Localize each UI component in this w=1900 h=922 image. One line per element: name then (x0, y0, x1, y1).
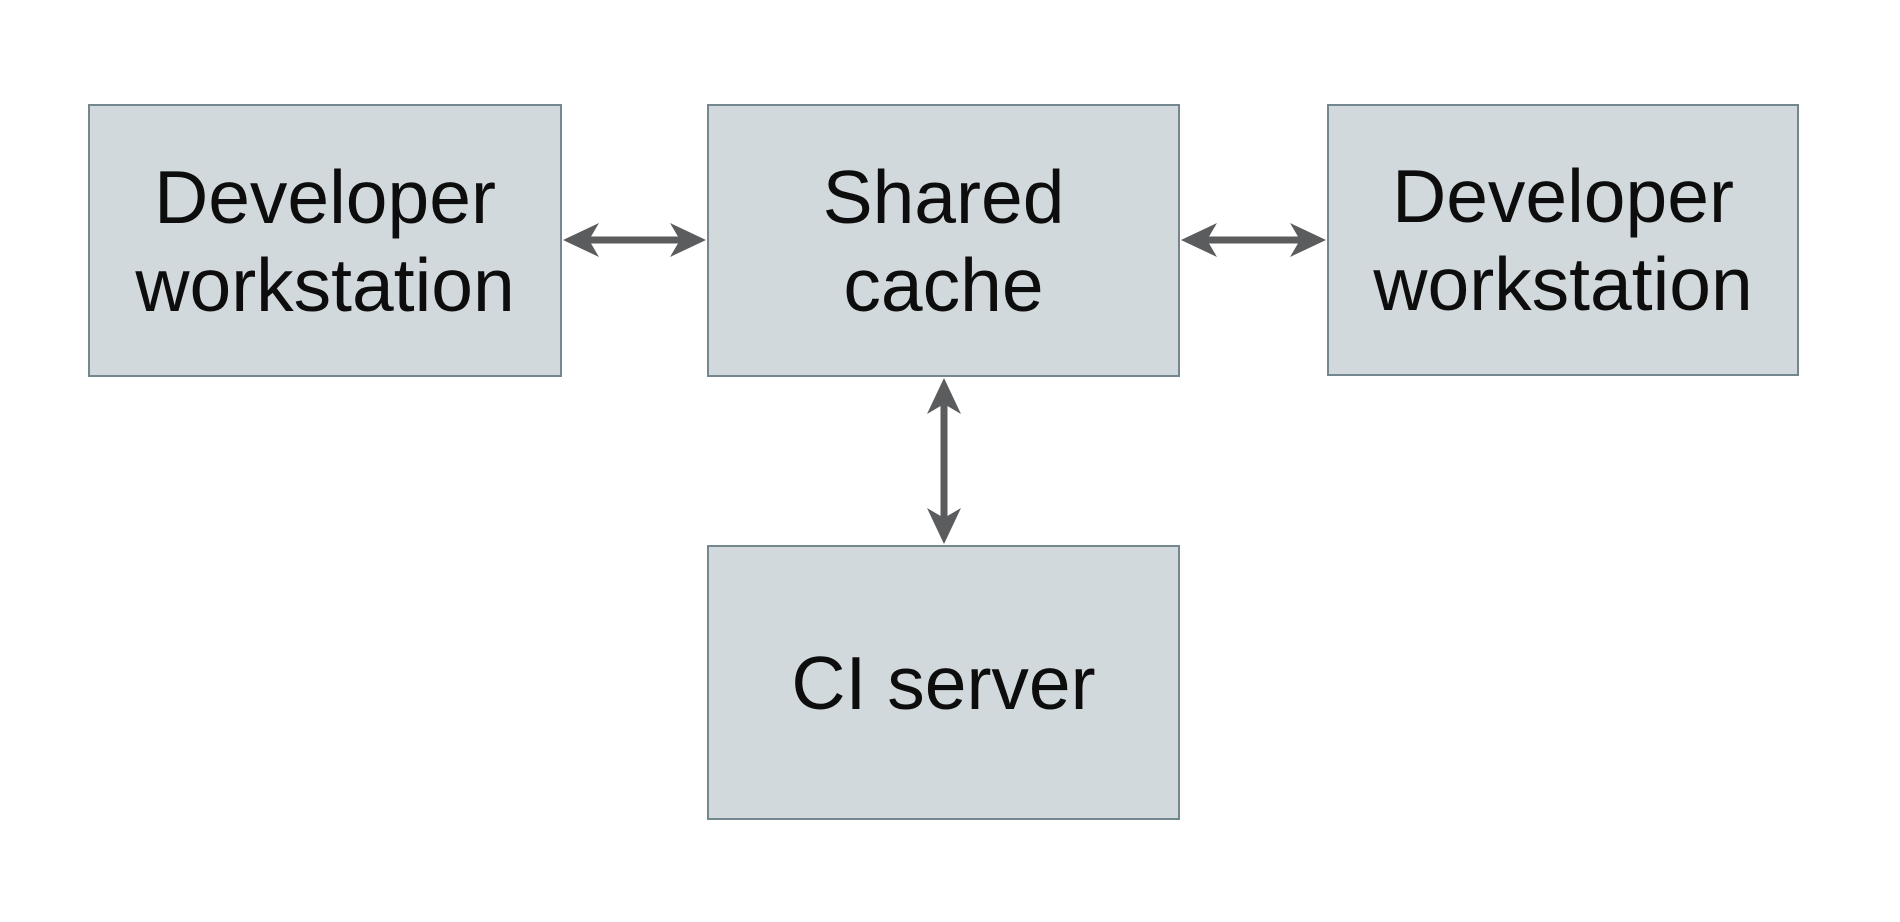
node-label: Developer workstation (1373, 154, 1753, 326)
node-developer-workstation-left: Developer workstation (88, 104, 562, 377)
arrowhead-left-icon (1181, 223, 1217, 257)
node-label: Shared cache (822, 154, 1065, 327)
node-developer-workstation-right: Developer workstation (1327, 104, 1799, 376)
node-ci-server: CI server (707, 545, 1180, 820)
arrowhead-right-icon (1290, 223, 1326, 257)
arrowhead-right-icon (670, 223, 706, 257)
bidirectional-arrow-left-workstation-to-cache (563, 223, 706, 257)
arrowhead-left-icon (563, 223, 599, 257)
arrowhead-up-icon (927, 378, 961, 414)
arrowhead-down-icon (927, 508, 961, 544)
node-label: Developer workstation (135, 154, 515, 327)
node-shared-cache: Shared cache (707, 104, 1180, 377)
bidirectional-arrow-cache-to-ci-server (927, 378, 961, 544)
bidirectional-arrow-cache-to-right-workstation (1181, 223, 1326, 257)
node-label: CI server (791, 640, 1096, 725)
